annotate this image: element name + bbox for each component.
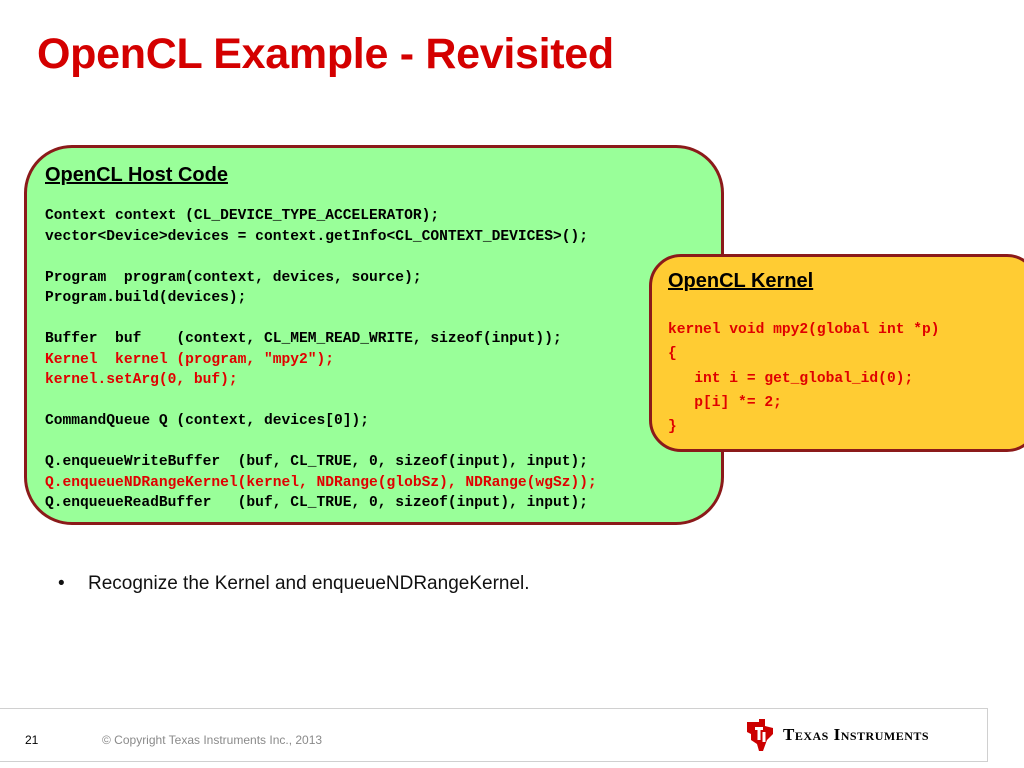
- code-line: Program program(context, devices, source…: [45, 269, 422, 286]
- ti-logo: Texas Instruments: [745, 718, 975, 752]
- footer-bar: [0, 708, 988, 762]
- bullet-marker: •: [58, 573, 65, 594]
- page-number: 21: [25, 733, 39, 747]
- kernel-code-line: int i = get_global_id(0);: [668, 370, 914, 387]
- bullet-text: Recognize the Kernel and enqueueNDRangeK…: [88, 573, 530, 594]
- code-line: Q.enqueueWriteBuffer (buf, CL_TRUE, 0, s…: [45, 454, 588, 470]
- code-line: Q.enqueueNDRangeKernel(kernel, NDRange(g…: [45, 474, 597, 491]
- kernel-code-block: kernel void mpy2(global int *p) { int i =…: [668, 318, 940, 439]
- kernel-code-line: {: [668, 346, 677, 363]
- kernel-code-line: p[i] *= 2;: [668, 394, 782, 411]
- kernel-code-box: [649, 254, 1024, 452]
- bullet-item: • Recognize the Kernel and enqueueNDRange…: [58, 573, 530, 595]
- code-line: Q.enqueueReadBuffer (buf, CL_TRUE, 0, si…: [45, 495, 588, 511]
- code-line: [45, 309, 597, 330]
- kernel-code-line: kernel void mpy2(global int *p): [668, 322, 940, 338]
- code-line: CommandQueue Q (context, devices[0]);: [45, 413, 370, 429]
- ti-logo-text: Texas Instruments: [783, 725, 930, 744]
- host-code-block: Context context (CL_DEVICE_TYPE_ACCELERA…: [45, 206, 597, 514]
- code-line: Context context (CL_DEVICE_TYPE_ACCELERA…: [45, 208, 440, 224]
- kernel-code-line: }: [668, 419, 677, 436]
- code-line: Program.build(devices);: [45, 290, 247, 306]
- code-line: [45, 247, 597, 268]
- code-line: Kernel kernel (program, "mpy2");: [45, 351, 335, 368]
- kernel-code-heading: OpenCL Kernel: [668, 270, 814, 292]
- code-line: [45, 432, 597, 453]
- ti-state-icon: [747, 719, 773, 751]
- code-line: kernel.setArg(0, buf);: [45, 372, 238, 388]
- host-code-heading: OpenCL Host Code: [45, 164, 228, 186]
- code-line: Buffer buf (context, CL_MEM_READ_WRITE, …: [45, 331, 562, 347]
- slide-title: OpenCL Example - Revisited: [37, 30, 614, 78]
- host-code-box: [24, 145, 724, 525]
- code-line: vector<Device>devices = context.getInfo<…: [45, 228, 588, 245]
- code-line: [45, 391, 597, 412]
- copyright-text: © Copyright Texas Instruments Inc., 2013: [102, 733, 323, 747]
